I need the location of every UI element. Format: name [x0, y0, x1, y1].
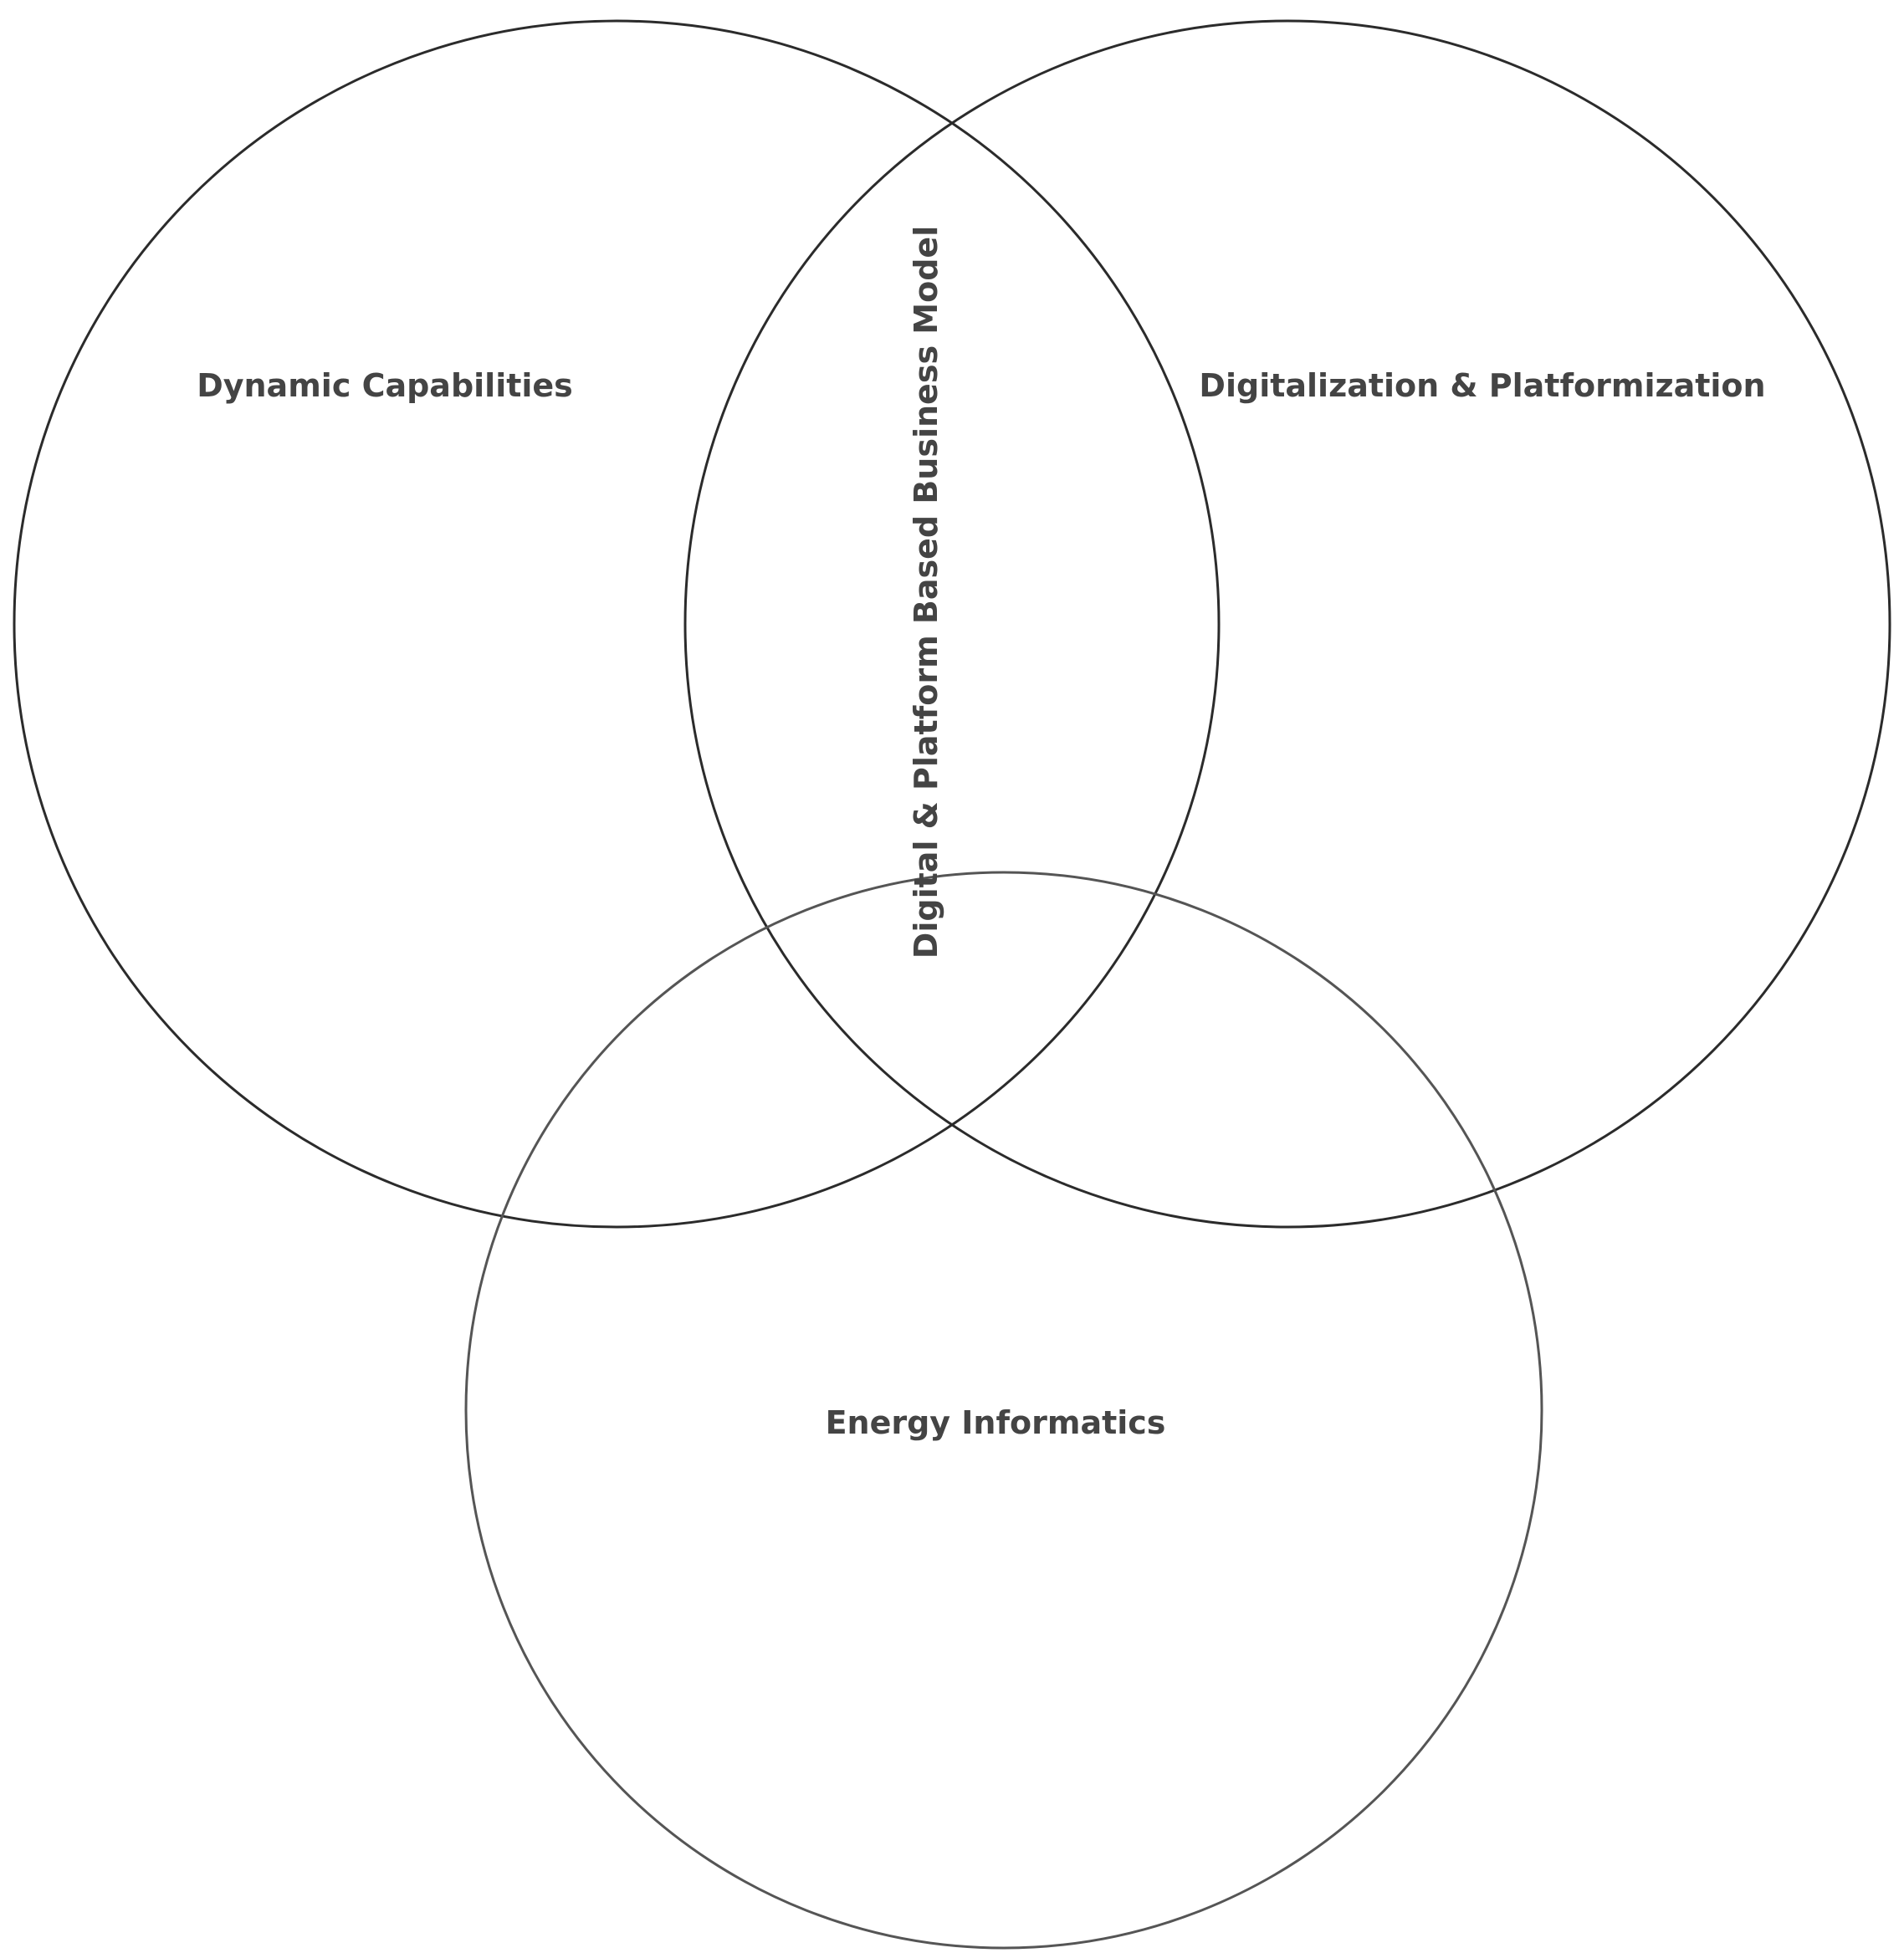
label-dynamic-capabilities: Dynamic Capabilities: [197, 367, 573, 404]
label-intersection-business-model: Digital & Platform Based Business Model: [908, 226, 944, 959]
label-digitalization-platformization: Digitalization & Platformization: [1199, 367, 1765, 404]
circle-digitalization-platformization: [683, 19, 1891, 1229]
circle-energy-informatics: [464, 871, 1543, 1950]
label-energy-informatics: Energy Informatics: [826, 1404, 1166, 1441]
circle-dynamic-capabilities: [13, 19, 1221, 1229]
